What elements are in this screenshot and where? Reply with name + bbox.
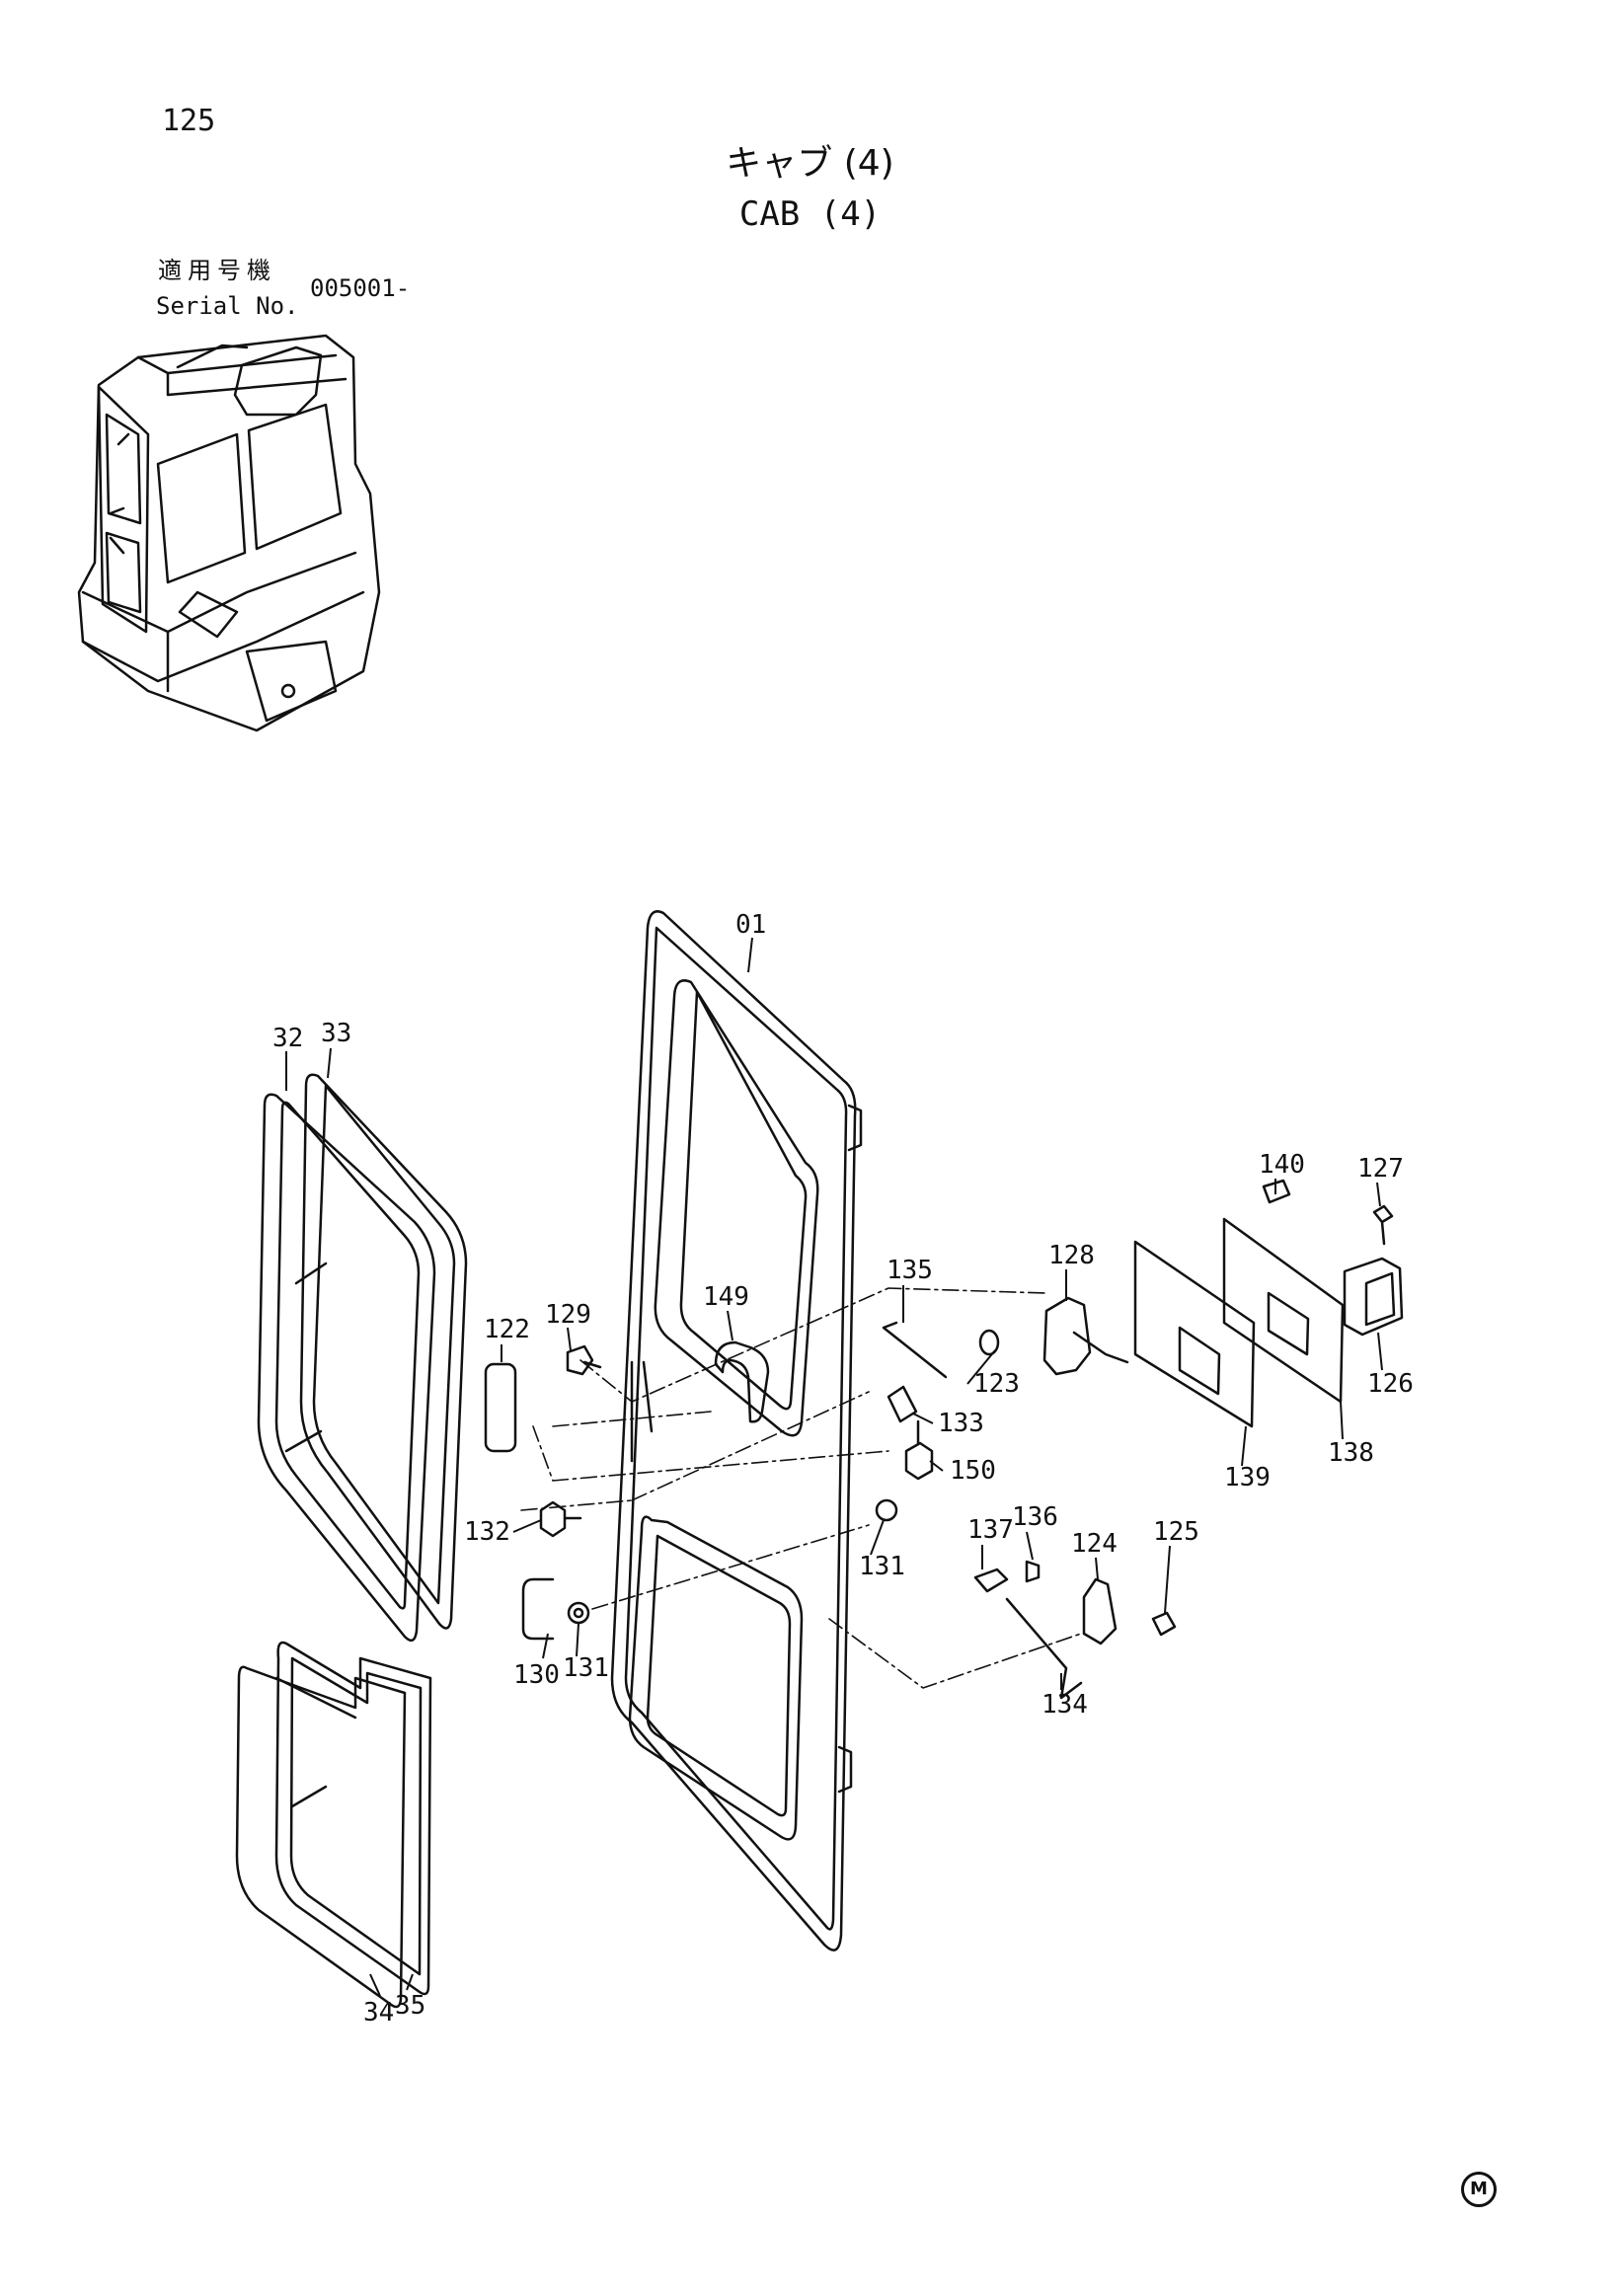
label-123: 123 bbox=[973, 1369, 1020, 1399]
label-35: 35 bbox=[395, 1991, 425, 2021]
serial-label-japanese: 適用号機 bbox=[158, 257, 276, 284]
label-134: 134 bbox=[1041, 1690, 1088, 1720]
label-34: 34 bbox=[363, 1998, 394, 2028]
label-137: 137 bbox=[967, 1515, 1014, 1545]
cover-plate-outer bbox=[1222, 1217, 1345, 1404]
label-01: 01 bbox=[735, 910, 766, 940]
assembly-lines bbox=[520, 1287, 1082, 1689]
label-33: 33 bbox=[321, 1019, 351, 1048]
label-130: 130 bbox=[513, 1660, 560, 1690]
cab-thumbnail bbox=[77, 334, 381, 732]
window-glass-upper bbox=[257, 1073, 468, 1643]
label-150: 150 bbox=[950, 1456, 996, 1486]
label-124: 124 bbox=[1071, 1529, 1118, 1559]
label-126: 126 bbox=[1367, 1369, 1414, 1399]
page-number: 125 bbox=[162, 104, 216, 138]
cover-plate-inner bbox=[1133, 1240, 1256, 1428]
page-title-japanese: キャブ (4) bbox=[726, 143, 894, 184]
small-parts bbox=[484, 1179, 1404, 1700]
serial-label-english: Serial No. bbox=[156, 292, 299, 320]
label-139: 139 bbox=[1224, 1463, 1271, 1492]
label-129: 129 bbox=[545, 1300, 591, 1330]
manufacturer-mark: M bbox=[1461, 2172, 1497, 2207]
label-32: 32 bbox=[272, 1024, 303, 1053]
door-frame bbox=[610, 910, 863, 1952]
page-title-english: CAB (4) bbox=[738, 194, 882, 234]
label-122: 122 bbox=[484, 1315, 530, 1344]
label-132: 132 bbox=[464, 1517, 510, 1547]
inside-grip-handle bbox=[714, 1340, 770, 1423]
label-135: 135 bbox=[887, 1256, 933, 1285]
label-128: 128 bbox=[1048, 1241, 1095, 1270]
label-136: 136 bbox=[1012, 1502, 1058, 1532]
label-127: 127 bbox=[1357, 1154, 1404, 1184]
label-125: 125 bbox=[1153, 1517, 1199, 1547]
serial-number-value: 005001- bbox=[310, 274, 411, 302]
label-149: 149 bbox=[703, 1282, 749, 1312]
label-131-left: 131 bbox=[563, 1653, 609, 1683]
label-131-right: 131 bbox=[859, 1552, 905, 1581]
label-138: 138 bbox=[1328, 1438, 1374, 1468]
window-glass-lower bbox=[235, 1641, 432, 2009]
label-140: 140 bbox=[1259, 1150, 1305, 1180]
label-133: 133 bbox=[938, 1409, 984, 1438]
